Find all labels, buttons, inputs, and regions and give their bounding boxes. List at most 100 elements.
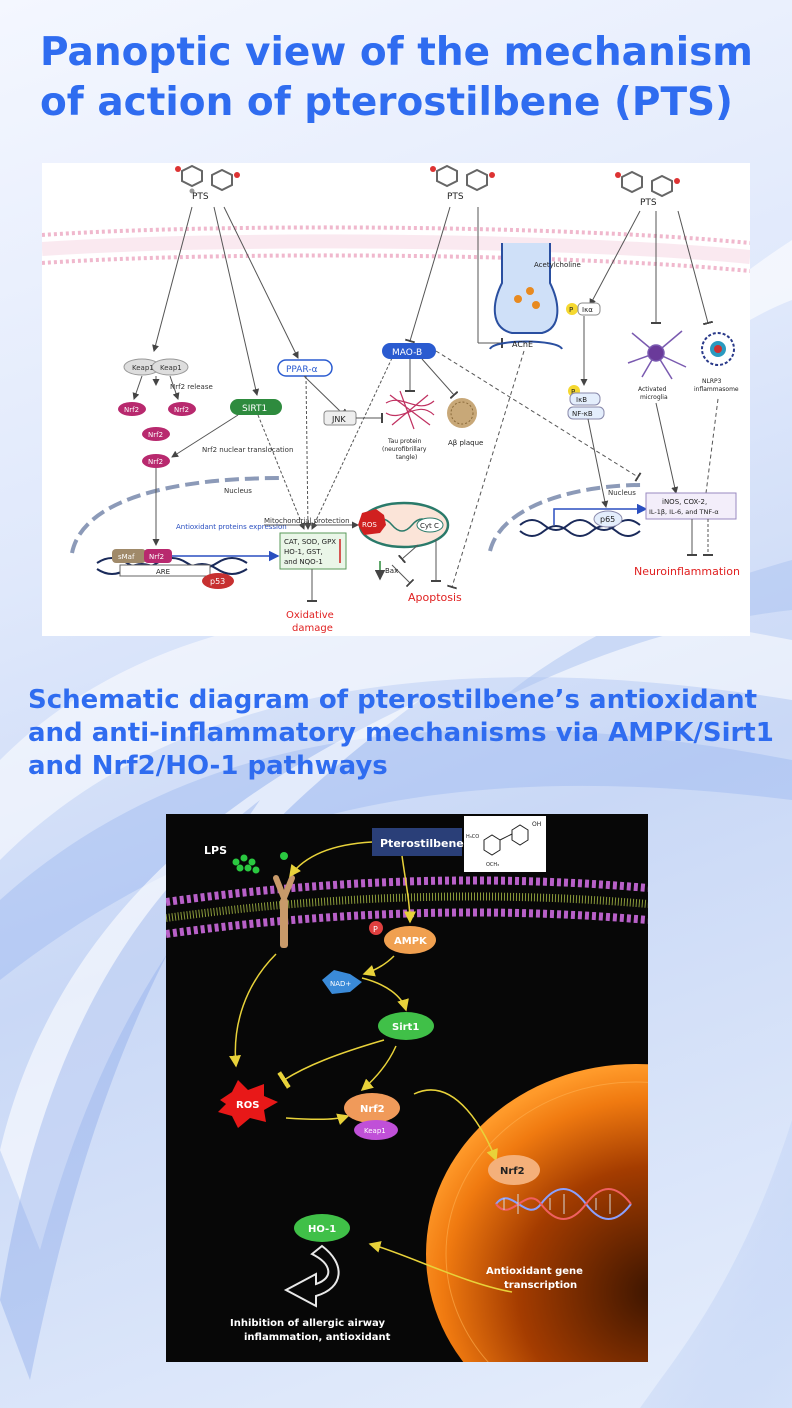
nrf2-nuclear-label: Nrf2 [500, 1166, 525, 1177]
abeta-label: Aβ plaque [448, 439, 483, 447]
cytokines-line-1: iNOS, COX-2, [662, 498, 707, 506]
pts-molecule-2: PTS [430, 164, 495, 202]
nrf2-bound-label: Nrf2 [149, 553, 164, 561]
ikb-label: IκB [576, 396, 587, 404]
cytokines-box: iNOS, COX-2, IL-1β, IL-6, and TNF-α [645, 492, 737, 520]
nrf2-translocation-label: Nrf2 nuclear translocation [202, 446, 293, 454]
outcome-line-1: Inhibition of allergic airway [230, 1318, 385, 1329]
maob-label: MAO-B [392, 348, 422, 358]
cytokines-line-2: IL-1β, IL-6, and TNF-α [649, 508, 719, 516]
ros-burst: ROS [218, 1080, 278, 1128]
ho1-label: HO-1 [308, 1224, 336, 1235]
ikb-nfkb-node: P IκB NF-κB [567, 385, 605, 420]
nlrp3-label-1: NLRP3 [702, 378, 722, 385]
ho1-node: HO-1 [294, 1214, 350, 1242]
nrf2-label-c: Nrf2 [148, 431, 163, 439]
sirt1-label: SIRT1 [242, 404, 267, 414]
oxidative-label-2: damage [292, 623, 333, 634]
p53-label: p53 [210, 577, 225, 586]
tau-label-2: (neurofibrillary [382, 446, 427, 453]
nrf2-label-2: Nrf2 [360, 1104, 385, 1115]
nucleus-label-1: Nucleus [224, 487, 252, 495]
nrf2-keap1-complex: Nrf2 Keap1 [344, 1093, 400, 1140]
nad-label: NAD+ [330, 980, 351, 988]
synapse [489, 243, 563, 350]
pts-label-1: PTS [192, 192, 209, 202]
ppar-label: PPAR-α [286, 365, 318, 375]
antioxidant-enzymes-box: CAT, SOD, GPX HO-1, GST, and NQO-1 [279, 532, 347, 570]
mito-protection-label: Mitochondrial protection [264, 517, 350, 525]
jnk-label: JNK [331, 415, 346, 424]
ros-label-2: ROS [236, 1100, 259, 1111]
struct-h3co: H₃CO [466, 834, 479, 840]
mitochondrion: ROS Cyt C [358, 501, 450, 549]
mechanism-diagram-panel: PTS PTS PTS Keap1 Keap1 Nrf2 release [41, 163, 751, 636]
tau-tangle [385, 390, 435, 430]
ikb-alpha-label: Iκα [582, 306, 593, 314]
pts-molecule-3: PTS [615, 170, 680, 208]
nrf2-free: Nrf2 Nrf2 Nrf2 Nrf2 [118, 402, 196, 468]
nrf2-label-d: Nrf2 [148, 458, 163, 466]
nfkb-label: NF-κB [572, 410, 593, 418]
nrf2-label-b: Nrf2 [174, 406, 189, 414]
tau-label-3: tangle) [396, 454, 417, 461]
pterostilbene-structure: OH H₃CO OCH₃ [464, 816, 546, 872]
antioxidant-expression-label: Antioxidant proteins expression [176, 523, 287, 531]
keap1-label-2: Keap1 [364, 1127, 386, 1135]
ampk-p-label: P [373, 925, 378, 934]
oxidative-label-1: Oxidative [286, 610, 334, 621]
tau-label-1: Tau protein [387, 438, 422, 445]
pathway-diagram-panel: LPS Pterostilbene OH H₃CO OCH₃ [166, 814, 648, 1362]
smaf-label: sMaf [118, 553, 135, 561]
dna-helix-3 [495, 1188, 632, 1220]
pts-molecule-1: PTS [175, 164, 240, 202]
pathway-diagram: LPS Pterostilbene OH H₃CO OCH₃ [166, 816, 648, 1362]
bax-label: Bax [385, 567, 398, 575]
gene-transcription-2: transcription [504, 1280, 577, 1291]
enzymes-line-1: CAT, SOD, GPX [284, 538, 336, 546]
nlrp3-label-2: inflammasome [694, 386, 739, 393]
struct-och3: OCH₃ [486, 862, 499, 868]
ache-label: AChE [512, 340, 533, 349]
nlrp3-inflammasome [701, 332, 735, 366]
mechanism-diagram: PTS PTS PTS Keap1 Keap1 Nrf2 release [41, 164, 751, 634]
section-subtitle: Schematic diagram of pterostilbene’s ant… [28, 685, 774, 781]
nucleus-label-2: Nucleus [608, 489, 636, 497]
enzymes-line-2: HO-1, GST, [284, 548, 323, 556]
nrf2-nuclear: Nrf2 [488, 1155, 540, 1185]
abeta-plaque [447, 398, 477, 428]
are-label: ARE [156, 568, 170, 576]
cytc-label: Cyt C [420, 522, 439, 530]
nrf2-release-label: Nrf2 release [170, 383, 213, 391]
acetylcholine-label: Acetylcholine [534, 261, 581, 269]
ampk-node: AMPK P [369, 921, 436, 954]
p53-node: p53 [202, 573, 234, 589]
jnk-node: JNK [323, 410, 357, 426]
ppar-node: PPAR-α [277, 359, 333, 377]
sirt1-node: SIRT1 [230, 399, 282, 415]
keap1-complex: Keap1 Keap1 [123, 358, 189, 376]
microglia-label-2: microglia [640, 394, 668, 401]
neuroinflammation-label: Neuroinflammation [634, 565, 740, 578]
ros-label-d1: ROS [362, 521, 377, 529]
p-ikba-node: P Iκα [566, 302, 601, 316]
tlr-receptor [273, 875, 295, 948]
p-label-2: P [571, 388, 575, 396]
cell-nucleus [426, 1064, 648, 1362]
nrf2-label-a: Nrf2 [124, 406, 139, 414]
enzymes-line-3: and NQO-1 [284, 558, 323, 566]
pts-label-3: PTS [640, 198, 657, 208]
lps-label: LPS [204, 844, 227, 857]
p-label-1: P [569, 306, 573, 314]
outcome-line-2: inflammation, antioxidant [244, 1332, 391, 1343]
maob-node: MAO-B [382, 343, 436, 359]
pterostilbene-node: Pterostilbene [372, 828, 464, 856]
p65-label: p65 [600, 515, 615, 524]
keap1-label-2: Keap1 [160, 364, 182, 372]
ampk-label: AMPK [394, 936, 428, 947]
gene-transcription-1: Antioxidant gene [486, 1266, 583, 1277]
sirt1-node-2: Sirt1 [378, 1012, 434, 1040]
outcome-arrow [283, 1244, 340, 1308]
microglia-label-1: Activated [638, 386, 667, 393]
microglia-cell [627, 330, 687, 380]
